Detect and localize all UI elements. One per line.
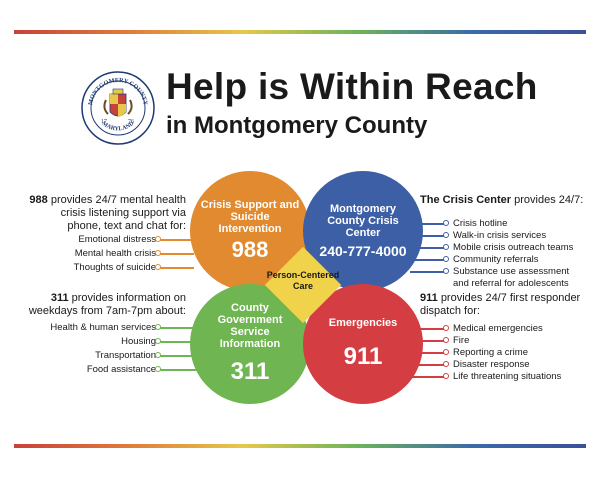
- bullet-dot: [443, 244, 449, 250]
- seal-year-left: 17: [101, 119, 107, 125]
- panel-311-intro: 311 provides information on weekdays fro…: [26, 292, 186, 318]
- page-subtitle: in Montgomery County: [166, 112, 428, 139]
- page-title: Help is Within Reach: [166, 66, 538, 107]
- panel-911-lead: 911: [420, 292, 438, 304]
- list-item: Crisis hotline: [453, 218, 508, 229]
- panel-911-text: provides 24/7 first responder dispatch f…: [420, 292, 581, 317]
- connector-line: [410, 271, 446, 273]
- connector-line: [412, 247, 446, 249]
- bullet-dot: [155, 338, 161, 344]
- list-item: Walk-in crisis services: [453, 230, 547, 241]
- seal-year-right: 76: [128, 119, 134, 125]
- list-item: Transportation: [95, 350, 156, 361]
- connector-line: [410, 235, 446, 237]
- connector-line: [158, 239, 198, 241]
- connector-line: [158, 341, 194, 343]
- list-item: Reporting a crime: [453, 347, 528, 358]
- bullet-dot: [443, 256, 449, 262]
- list-item: Food assistance: [86, 364, 156, 375]
- connector-line: [158, 253, 194, 255]
- bullet-dot: [443, 349, 449, 355]
- circle-number: 311: [230, 358, 270, 385]
- bullet-dot: [155, 236, 161, 242]
- bullet-dot: [155, 250, 161, 256]
- panel-311-lead: 311: [50, 292, 69, 304]
- county-seal-logo: MONTGOMERY COUNTY MARYLAND 17 76: [81, 71, 155, 145]
- circle-crisis-center: Montgomery County Crisis Center 240-777-…: [303, 171, 423, 291]
- circle-title: Emergencies: [328, 317, 398, 329]
- circle-title: Crisis Support and Suicide Intervention: [200, 199, 300, 235]
- panel-311-text: provides information on weekdays from 7a…: [28, 292, 186, 317]
- connector-line: [158, 267, 194, 269]
- circle-number: 911: [343, 343, 383, 370]
- circle-number: 240-777-4000: [319, 243, 407, 259]
- list-item: Mental health crisis: [74, 248, 156, 259]
- bullet-dot: [443, 232, 449, 238]
- circle-emergencies-911: Emergencies 911: [303, 284, 423, 404]
- bullet-dot: [443, 337, 449, 343]
- list-item: Medical emergencies: [453, 323, 543, 334]
- panel-988-text: provides 24/7 mental health crisis liste…: [50, 194, 186, 232]
- list-item: Substance use assessment: [453, 266, 570, 277]
- circle-number: 988: [231, 237, 269, 262]
- bullet-dot: [443, 373, 449, 379]
- bullet-dot: [443, 268, 449, 274]
- connector-line: [414, 352, 446, 354]
- list-item: Housing: [121, 336, 156, 347]
- bullet-dot: [443, 325, 449, 331]
- list-item: Disaster response: [453, 359, 530, 370]
- bullet-dot: [155, 352, 161, 358]
- bullet-dot: [155, 264, 161, 270]
- connector-line: [158, 355, 194, 357]
- circle-title: County Government Service Information: [217, 302, 283, 350]
- connector-line: [158, 369, 198, 371]
- circle-title: Montgomery County Crisis Center: [327, 203, 399, 239]
- bullet-dot: [443, 220, 449, 226]
- list-item: Life threatening situations: [453, 371, 562, 382]
- list-item: Health & human services: [50, 322, 156, 333]
- bullet-dot: [443, 361, 449, 367]
- list-item-continued: and referral for adolescents: [453, 278, 569, 289]
- panel-911-intro: 911 provides 24/7 first responder dispat…: [420, 292, 590, 318]
- panel-crisis-center-lead: The Crisis Center: [420, 194, 512, 206]
- list-item: Mobile crisis outreach teams: [453, 242, 574, 253]
- center-label: Person-Centered Care: [266, 270, 340, 291]
- connector-line: [412, 340, 446, 342]
- connector-line: [158, 327, 194, 329]
- panel-988-lead: 988: [29, 194, 48, 206]
- connector-line: [414, 364, 446, 366]
- list-item: Thoughts of suicide: [73, 262, 156, 273]
- list-item: Fire: [453, 335, 470, 346]
- bottom-rainbow-bar: [14, 444, 586, 448]
- bullet-dot: [155, 366, 161, 372]
- bullet-dot: [155, 324, 161, 330]
- connector-line: [410, 328, 446, 330]
- top-rainbow-bar: [14, 30, 586, 34]
- connector-line: [410, 376, 446, 378]
- connector-line: [406, 223, 446, 225]
- list-item: Emotional distress: [78, 234, 156, 245]
- connector-line: [412, 259, 446, 261]
- panel-988-intro: 988 provides 24/7 mental health crisis l…: [26, 194, 186, 233]
- list-item: Community referrals: [453, 254, 539, 265]
- panel-crisis-center-intro: The Crisis Center provides 24/7:: [420, 194, 590, 207]
- panel-crisis-center-text: provides 24/7:: [514, 194, 584, 206]
